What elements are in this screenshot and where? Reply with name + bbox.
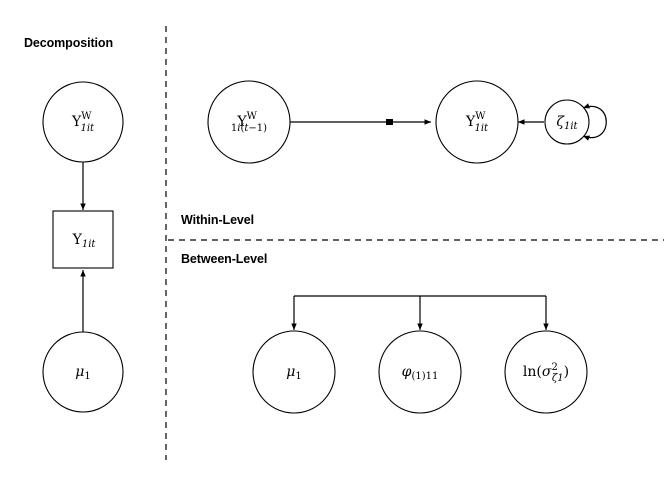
title-between-level: Between-Level: [181, 252, 268, 266]
node-decomp-observed-label: Y1it: [72, 232, 97, 250]
autoregressive-path-marker: [386, 119, 393, 125]
node-between-ar-label: φ(1)11: [402, 364, 439, 382]
node-between-ar: [378, 330, 462, 414]
node-decomp-latent: [42, 81, 124, 163]
edge-residual-variance-loop: [582, 103, 607, 141]
node-decomp-mean: [42, 331, 124, 413]
node-between-mean-label: μ1: [286, 364, 301, 382]
node-decomp-mean-label: μ1: [75, 364, 90, 382]
node-between-mean: [252, 330, 336, 414]
node-within-residual-label: ζ1it: [556, 114, 578, 132]
title-decomposition: Decomposition: [24, 36, 113, 50]
title-within-level: Within-Level: [181, 213, 254, 227]
node-between-logvar: [504, 330, 588, 414]
node-within-current: [435, 80, 519, 164]
node-within-lag: [207, 80, 291, 164]
node-decomp-observed: [52, 210, 114, 269]
node-within-residual: [544, 99, 590, 145]
